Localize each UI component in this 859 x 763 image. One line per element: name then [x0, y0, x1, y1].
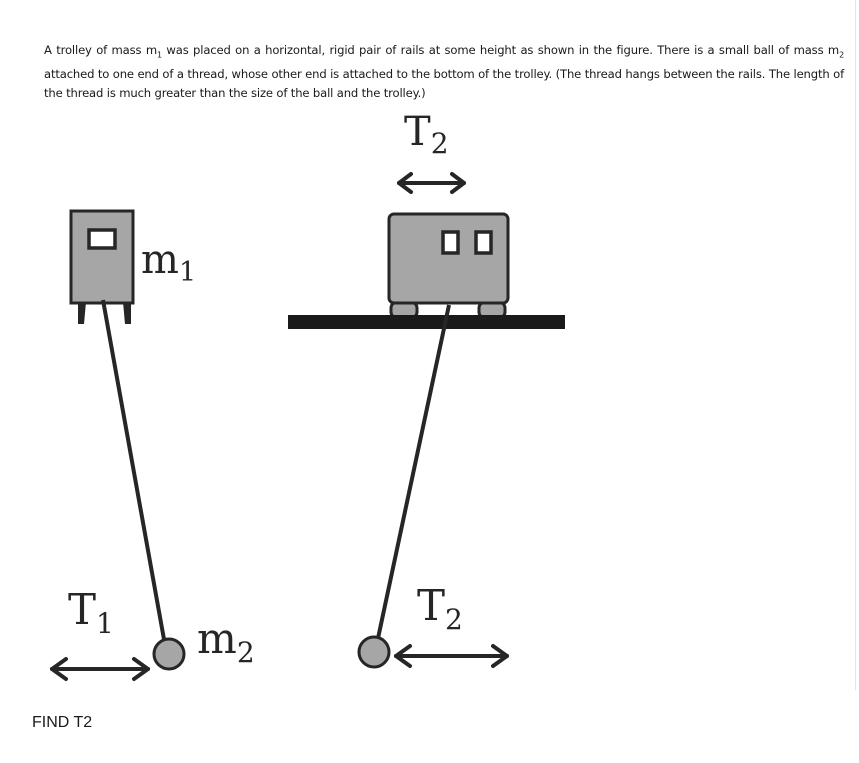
problem-subscript-1: 1	[157, 50, 162, 60]
problem-subscript-2: 2	[839, 50, 845, 60]
left-force-label: T1	[68, 585, 114, 640]
problem-text-part1: A trolley of mass m	[44, 43, 158, 57]
left-ball	[152, 637, 186, 671]
page-edge-line	[855, 0, 856, 690]
problem-text-part3: attached to one end of a thread, whose o…	[44, 66, 844, 101]
rails	[288, 315, 565, 329]
left-trolley-label: m1	[141, 237, 196, 288]
right-trolley-window-right	[474, 230, 493, 255]
right-trolley	[387, 212, 510, 320]
right-thread	[375, 304, 451, 644]
problem-text-part2: was placed on a horizontal, rigid pair o…	[161, 43, 840, 57]
question-label: FIND T2	[32, 714, 93, 731]
left-trolley-window	[87, 228, 117, 250]
left-trolley-wheel-right	[123, 302, 131, 324]
left-trolley-wheel-left	[78, 302, 86, 324]
left-trolley	[69, 209, 135, 324]
problem-statement: A trolley of mass m1 was placed on a hor…	[44, 41, 844, 104]
left-thread	[101, 299, 167, 646]
right-force-label: T2	[417, 581, 463, 636]
right-double-arrow	[394, 644, 509, 668]
right-ball	[357, 635, 391, 669]
ball-label: m2	[197, 614, 255, 669]
right-trolley-window-left	[441, 230, 460, 255]
left-double-arrow	[50, 657, 150, 681]
top-double-arrow	[397, 172, 466, 194]
left-trolley-body	[69, 209, 135, 305]
top-force-label: T2	[404, 109, 449, 160]
right-trolley-body	[387, 212, 510, 305]
